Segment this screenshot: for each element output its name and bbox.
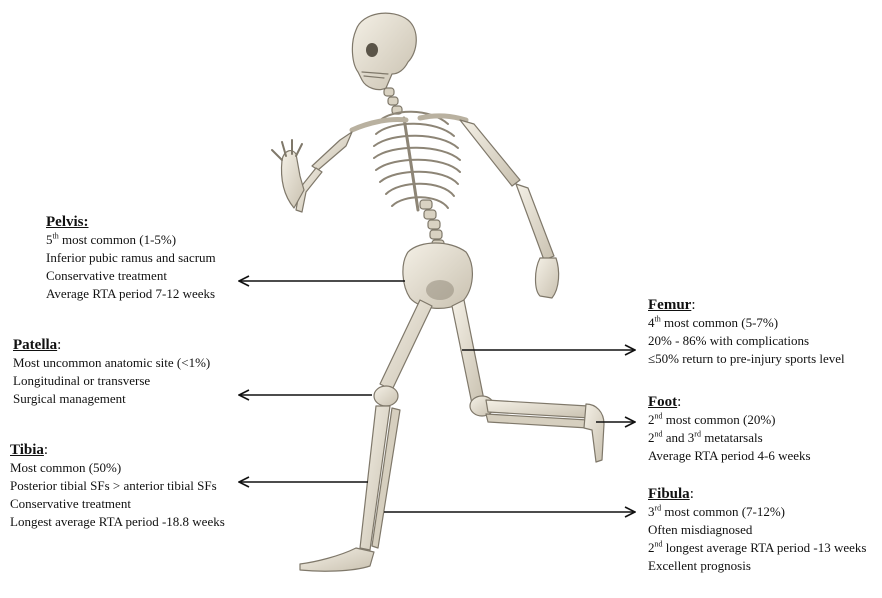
tibia-line-2: Posterior tibial SFs > anterior tibial S… [10, 477, 225, 495]
fibula-line-2: Often misdiagnosed [648, 521, 866, 539]
femur-annotation: Femur: 4th most common (5-7%) 20% - 86% … [648, 296, 845, 368]
femur-title: Femur: [648, 296, 845, 314]
tibia-title: Tibia: [10, 441, 225, 459]
fibula-line-1: 3rd most common (7-12%) [648, 503, 866, 521]
patella-title: Patella: [13, 336, 210, 354]
tibia-line-4: Longest average RTA period -18.8 weeks [10, 513, 225, 531]
pelvis-bone [403, 243, 472, 308]
right-arm [460, 120, 559, 298]
fibula-annotation: Fibula: 3rd most common (7-12%) Often mi… [648, 485, 866, 575]
foot-line-1: 2nd most common (20%) [648, 411, 811, 429]
pelvis-line-2: Inferior pubic ramus and sacrum [46, 249, 216, 267]
pelvis-annotation: Pelvis: 5th most common (1-5%) Inferior … [46, 213, 216, 303]
patella-line-2: Longitudinal or transverse [13, 372, 210, 390]
rib-cage [374, 112, 460, 210]
tibia-line-3: Conservative treatment [10, 495, 225, 513]
femur-line-1: 4th most common (5-7%) [648, 314, 845, 332]
tibia-line-1: Most common (50%) [10, 459, 225, 477]
tibia-annotation: Tibia: Most common (50%) Posterior tibia… [10, 441, 225, 531]
front-leg [452, 300, 604, 462]
left-arm [272, 132, 352, 212]
fibula-line-3: 2nd longest average RTA period -13 weeks [648, 539, 866, 557]
pelvis-line-4: Average RTA period 7-12 weeks [46, 285, 216, 303]
back-leg [300, 300, 432, 571]
fibula-line-4: Excellent prognosis [648, 557, 866, 575]
patella-line-1: Most uncommon anatomic site (<1%) [13, 354, 210, 372]
arrows [239, 281, 635, 512]
pelvis-line-1: 5th most common (1-5%) [46, 231, 216, 249]
foot-line-2: 2nd and 3rd metatarsals [648, 429, 811, 447]
pelvis-title: Pelvis: [46, 213, 216, 231]
patella-line-3: Surgical management [13, 390, 210, 408]
foot-annotation: Foot: 2nd most common (20%) 2nd and 3rd … [648, 393, 811, 465]
skeleton [272, 13, 604, 571]
pelvis-line-3: Conservative treatment [46, 267, 216, 285]
femur-line-3: ≤50% return to pre-injury sports level [648, 350, 845, 368]
foot-title: Foot: [648, 393, 811, 411]
skull [352, 13, 416, 89]
foot-line-3: Average RTA period 4-6 weeks [648, 447, 811, 465]
femur-line-2: 20% - 86% with complications [648, 332, 845, 350]
patella-annotation: Patella: Most uncommon anatomic site (<1… [13, 336, 210, 408]
fibula-title: Fibula: [648, 485, 866, 503]
